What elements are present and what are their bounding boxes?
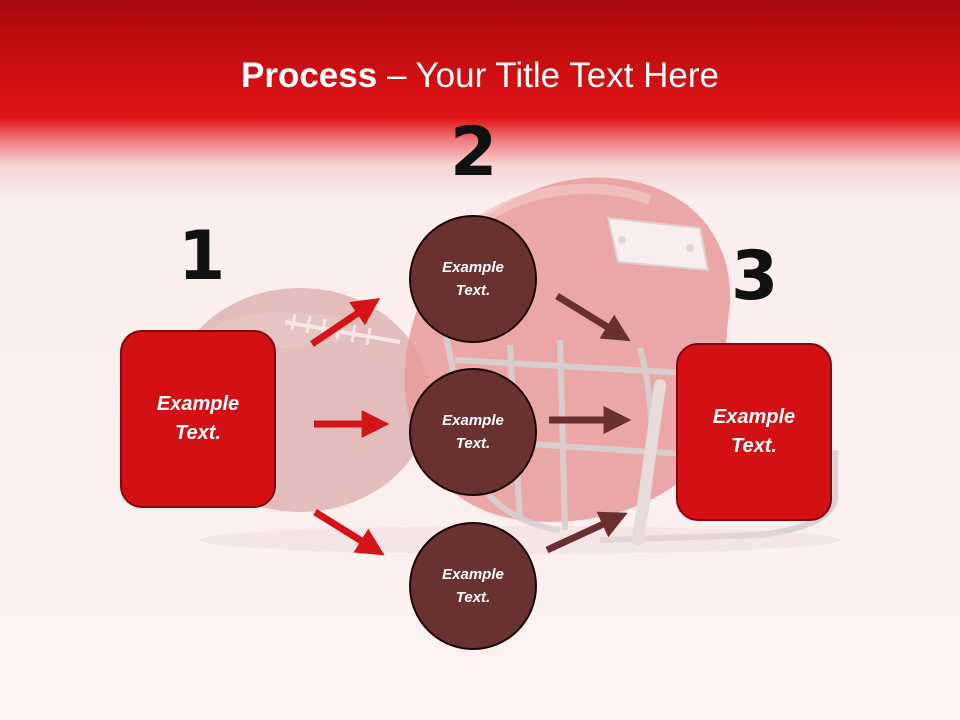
circle-middle[interactable]: Example Text. xyxy=(409,368,537,496)
step-number-1: 1 xyxy=(178,217,226,296)
arrow-left-to-top xyxy=(310,298,381,347)
step-number-2: 2 xyxy=(450,113,498,192)
left-step-box[interactable]: Example Text. xyxy=(120,330,276,508)
slide-title: Process – Your Title Text Here xyxy=(0,56,960,96)
circle-bottom-text: Example Text. xyxy=(442,566,504,606)
circle-bottom[interactable]: Example Text. xyxy=(409,522,537,650)
header-band xyxy=(0,0,960,200)
circle-top[interactable]: Example Text. xyxy=(409,215,537,343)
title-rest: – Your Title Text Here xyxy=(377,56,719,95)
left-box-text: Example Text. xyxy=(156,393,240,444)
circle-top-text: Example Text. xyxy=(442,259,504,299)
title-bold: Process xyxy=(241,56,378,95)
arrow-top-to-right xyxy=(555,293,631,342)
step-number-3: 3 xyxy=(731,237,779,316)
right-box-text: Example Text. xyxy=(712,406,796,457)
arrow-left-to-bottom xyxy=(313,509,385,556)
right-step-box[interactable]: Example Text. xyxy=(676,343,832,521)
arrow-bottom-to-right xyxy=(545,511,628,554)
circle-middle-text: Example Text. xyxy=(442,412,504,452)
